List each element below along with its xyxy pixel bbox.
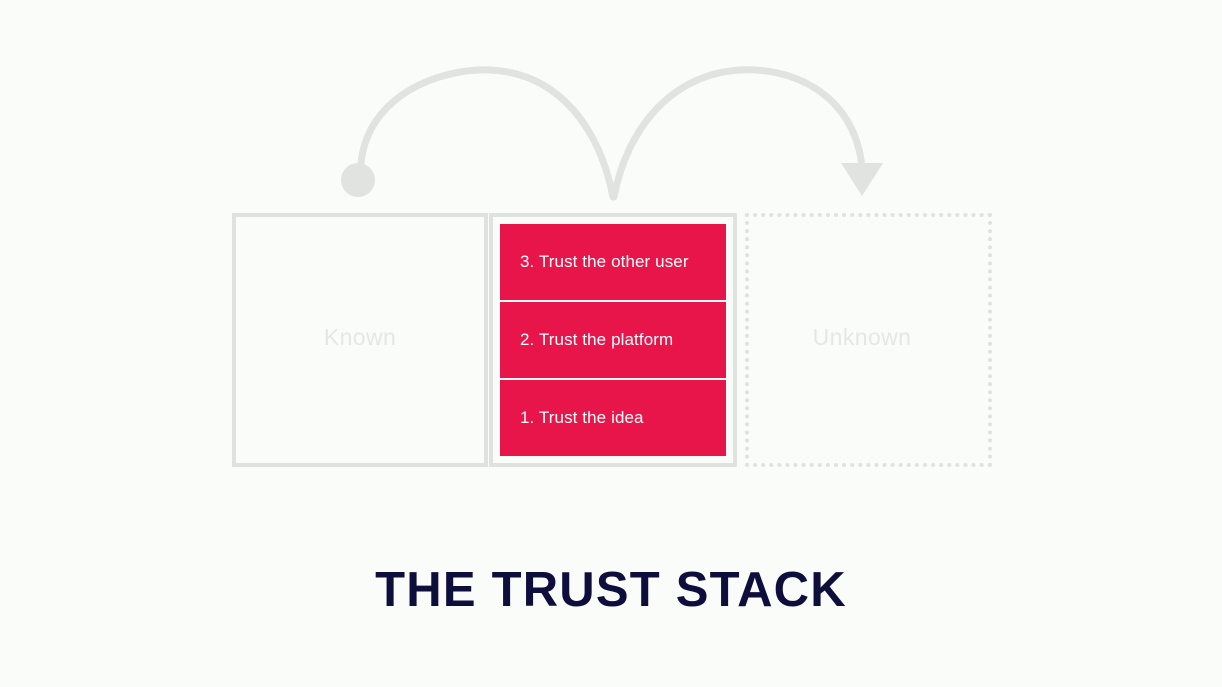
stack-item-2[interactable]: 2. Trust the platform: [500, 302, 726, 378]
arc-left: [357, 66, 617, 201]
arc-right: [610, 66, 866, 201]
trust-stack-frame: 3. Trust the other user 2. Trust the pla…: [489, 213, 737, 467]
circle-dot-icon: [341, 163, 375, 197]
known-zone-box: [232, 213, 488, 467]
page-title: THE TRUST STACK: [375, 563, 847, 617]
known-zone-label: Known: [323, 324, 397, 350]
stack-item-3[interactable]: 3. Trust the other user: [500, 224, 726, 300]
stack-item-1[interactable]: 1. Trust the idea: [500, 380, 726, 456]
unknown-zone-label: Unknown: [812, 324, 912, 350]
unknown-zone-box: [745, 213, 992, 467]
arrowhead-down-icon: [841, 163, 883, 196]
